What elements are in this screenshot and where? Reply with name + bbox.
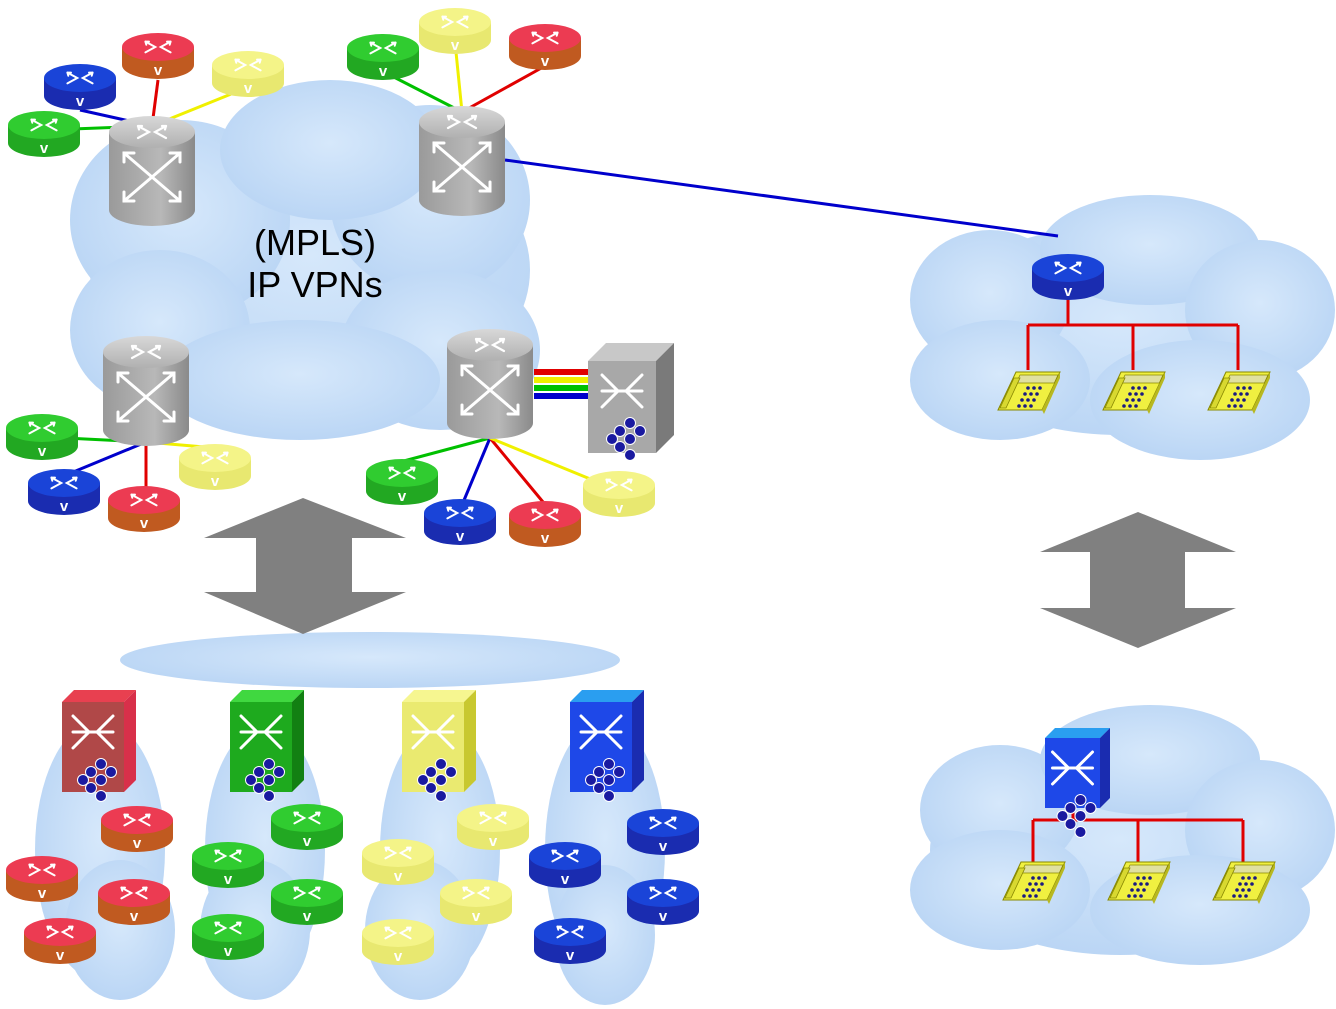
router-letter: v: [561, 871, 570, 888]
router-icon: v: [362, 919, 434, 965]
core-cloud-label: (MPLS) IP VPNs: [200, 222, 430, 306]
ip-phones: [997, 371, 1276, 904]
router-icon: v: [271, 804, 343, 850]
router-icon: v: [419, 8, 491, 54]
router-letter: v: [451, 37, 460, 54]
router-icon: v: [101, 806, 173, 852]
router-letter: v: [133, 835, 142, 852]
router-icon: v: [8, 111, 80, 157]
router-letter: v: [38, 443, 47, 460]
router-letter: v: [224, 871, 233, 888]
switch-tower-icon: [230, 690, 304, 802]
router-icon: v: [192, 914, 264, 960]
router-letter: v: [659, 908, 668, 925]
router-letter: v: [398, 488, 407, 505]
router-letter: v: [1064, 283, 1073, 300]
router-letter: v: [541, 53, 550, 70]
router-icon: v: [28, 469, 100, 515]
ip-phone-icon: [1002, 861, 1066, 904]
router-icon: v: [347, 34, 419, 80]
ip-phone-icon: [1107, 861, 1171, 904]
cloud-label-line2: IP VPNs: [247, 264, 383, 305]
router-icon: v: [212, 51, 284, 97]
switch-towers: [62, 343, 1110, 838]
router-letter: v: [130, 908, 139, 925]
router-icon: v: [271, 879, 343, 925]
switch-tower-icon: [1045, 728, 1110, 838]
switch-tower-icon: [588, 343, 674, 461]
router-icon: v: [529, 842, 601, 888]
router-letter: v: [38, 885, 47, 902]
router-letter: v: [244, 80, 253, 97]
switch-tower-icon: [570, 690, 644, 802]
router-icon: v: [627, 879, 699, 925]
router-icon: v: [534, 918, 606, 964]
voice-cloud-top: [910, 195, 1335, 460]
core-routers: [103, 106, 533, 446]
router-letter: v: [303, 908, 312, 925]
router-letter: v: [541, 530, 550, 547]
router-icon: v: [627, 809, 699, 855]
router-letter: v: [56, 947, 65, 964]
router-icon: v: [366, 459, 438, 505]
router-letter: v: [489, 833, 498, 850]
router-icon: v: [108, 486, 180, 532]
ip-phone-icon: [1102, 371, 1166, 414]
router-icon: v: [179, 444, 251, 490]
router-letter: v: [154, 62, 163, 79]
links: [44, 41, 1245, 865]
router-letter: v: [76, 93, 85, 110]
router-icon: v: [98, 879, 170, 925]
router-icon: v: [6, 856, 78, 902]
switch-tower-icon: [402, 690, 476, 802]
router-letter: v: [615, 500, 624, 517]
router-letter: v: [224, 943, 233, 960]
router-letter: v: [211, 473, 220, 490]
router-icon: v: [44, 64, 116, 110]
router-letter: v: [303, 833, 312, 850]
edge-routers: v v v v v v v v v v v v v v v v v v v v v v v v v v v v v v v v: [6, 8, 1104, 965]
router-letter: v: [456, 528, 465, 545]
router-icon: v: [440, 879, 512, 925]
router-letter: v: [40, 140, 49, 157]
core-router-icon: [109, 116, 195, 226]
router-icon: v: [509, 24, 581, 70]
router-icon: v: [362, 839, 434, 885]
router-icon: v: [192, 842, 264, 888]
router-icon: v: [24, 918, 96, 964]
ip-phone-icon: [997, 371, 1061, 414]
core-router-icon: [103, 336, 189, 446]
router-letter: v: [659, 838, 668, 855]
router-letter: v: [140, 515, 149, 532]
voice-cloud-bottom: [910, 705, 1335, 965]
core-router-icon: [419, 106, 505, 216]
core-router-icon: [447, 329, 533, 439]
router-icon: v: [457, 804, 529, 850]
router-icon: v: [1032, 254, 1104, 300]
double-arrow-icon: [1040, 512, 1236, 648]
router-icon: v: [122, 33, 194, 79]
router-letter: v: [394, 948, 403, 965]
router-letter: v: [60, 498, 69, 515]
cloud-label-line1: (MPLS): [253, 222, 376, 263]
router-icon: v: [424, 499, 496, 545]
router-letter: v: [394, 868, 403, 885]
router-icon: v: [509, 501, 581, 547]
ip-phone-icon: [1207, 371, 1271, 414]
router-letter: v: [472, 908, 481, 925]
switch-tower-icon: [62, 690, 136, 802]
router-letter: v: [379, 63, 388, 80]
router-icon: v: [583, 471, 655, 517]
double-arrow-icon: [204, 498, 406, 634]
ip-phone-icon: [1212, 861, 1276, 904]
router-icon: v: [6, 414, 78, 460]
router-letter: v: [566, 947, 575, 964]
